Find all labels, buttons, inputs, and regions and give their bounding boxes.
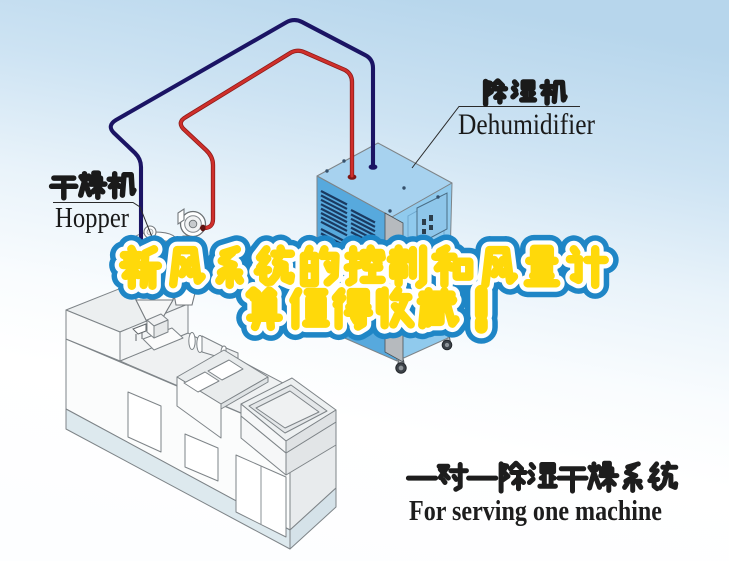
svg-text:For serving one machine: For serving one machine (409, 495, 662, 527)
svg-text:Hopper: Hopper (55, 202, 129, 234)
svg-text:Dehumidifier: Dehumidifier (458, 108, 595, 141)
